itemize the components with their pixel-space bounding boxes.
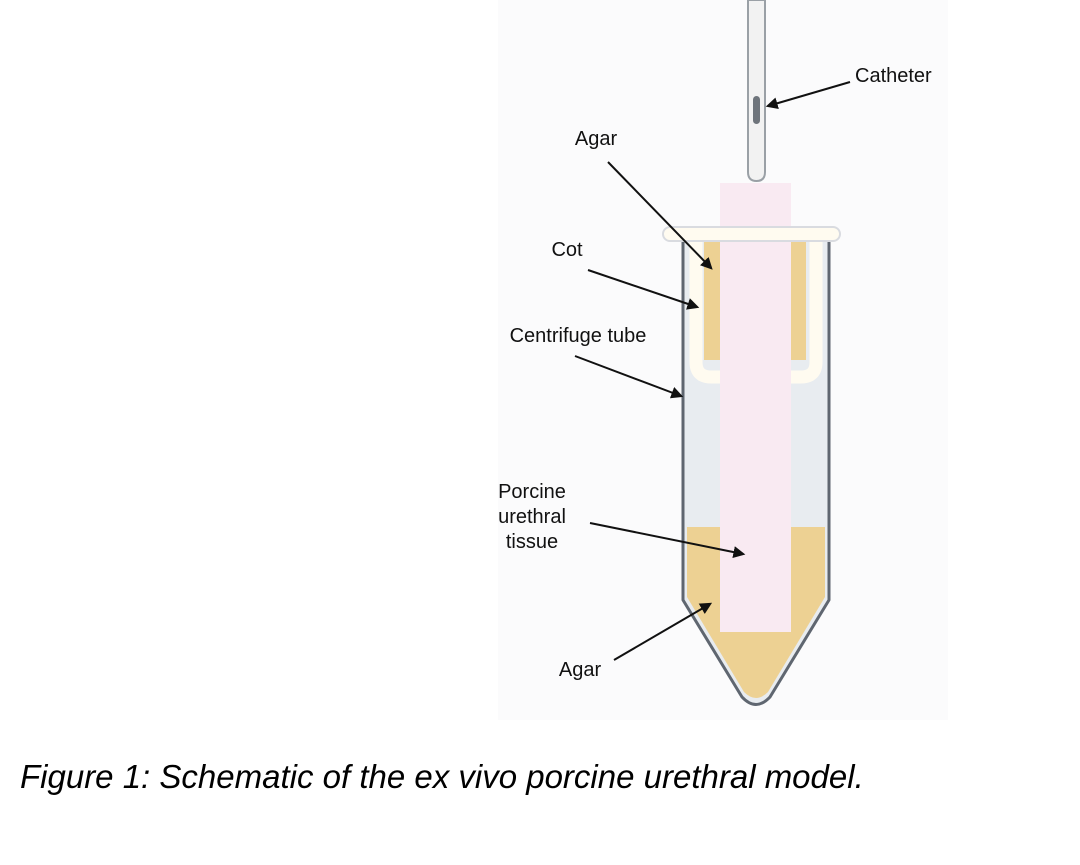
porcine-tissue-arrow — [589, 522, 746, 558]
label-agar-bottom: Agar — [559, 659, 602, 681]
label-porcine-line2: urethral — [498, 506, 566, 528]
cot-arrow — [587, 269, 700, 310]
agar-top-arrow — [607, 161, 713, 270]
porcine-urethral-tissue — [720, 183, 791, 632]
tube-rim — [662, 226, 841, 242]
label-catheter: Catheter — [855, 65, 932, 87]
label-cot: Cot — [551, 239, 583, 261]
catheter — [747, 0, 766, 183]
label-porcine-line1: Porcine — [498, 481, 566, 503]
catheter-arrow — [765, 81, 851, 110]
catheter-eyelet — [753, 96, 760, 124]
figure-caption: Figure 1: Schematic of the ex vivo porci… — [20, 758, 864, 795]
agar-bottom-arrow — [613, 602, 713, 661]
label-centrifuge-tube: Centrifuge tube — [510, 325, 647, 347]
centrifuge-tube-arrow — [574, 355, 684, 399]
agar-top-left — [704, 242, 720, 360]
label-agar-top: Agar — [575, 128, 618, 150]
agar-top-right — [791, 242, 806, 360]
label-porcine-line3: tissue — [506, 531, 558, 553]
